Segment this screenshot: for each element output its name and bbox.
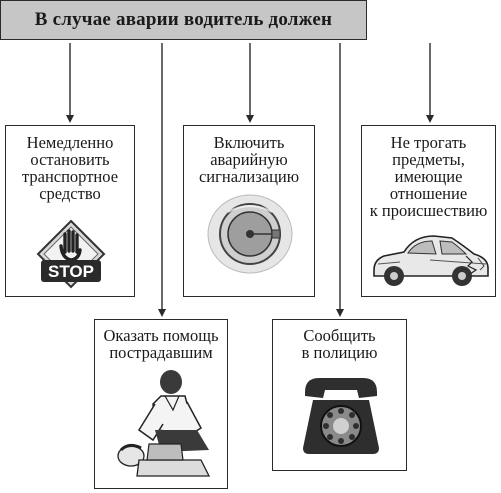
hazard-light-icon xyxy=(207,194,293,274)
action-label-help: Оказать помощь пострадавшим xyxy=(103,326,219,362)
crashed-car-icon xyxy=(373,235,489,286)
action-box-stop: Немедленно остановить транспортное средс… xyxy=(5,125,135,297)
page-title: В случае аварии водитель должен xyxy=(0,0,367,40)
telephone-icon xyxy=(303,378,379,454)
action-box-police: Сообщить в полицию xyxy=(272,319,407,471)
stop-sign-text: STOP xyxy=(48,262,94,281)
action-label-police: Сообщить в полицию xyxy=(301,326,378,362)
action-box-help: Оказать помощь пострадавшим xyxy=(94,319,228,489)
stop-sign-icon: STOP xyxy=(36,219,106,289)
action-label-hazard: Включить аварийную сигнализацию xyxy=(198,133,300,186)
action-box-hazard: Включить аварийную сигнализацию xyxy=(183,125,315,297)
action-box-donttouch: Не трогать предметы, имеющие отношение к… xyxy=(361,125,496,297)
first-aid-icon xyxy=(117,370,211,477)
action-label-donttouch: Не трогать предметы, имеющие отношение к… xyxy=(369,133,488,220)
action-label-stop: Немедленно остановить транспортное средс… xyxy=(21,133,119,203)
